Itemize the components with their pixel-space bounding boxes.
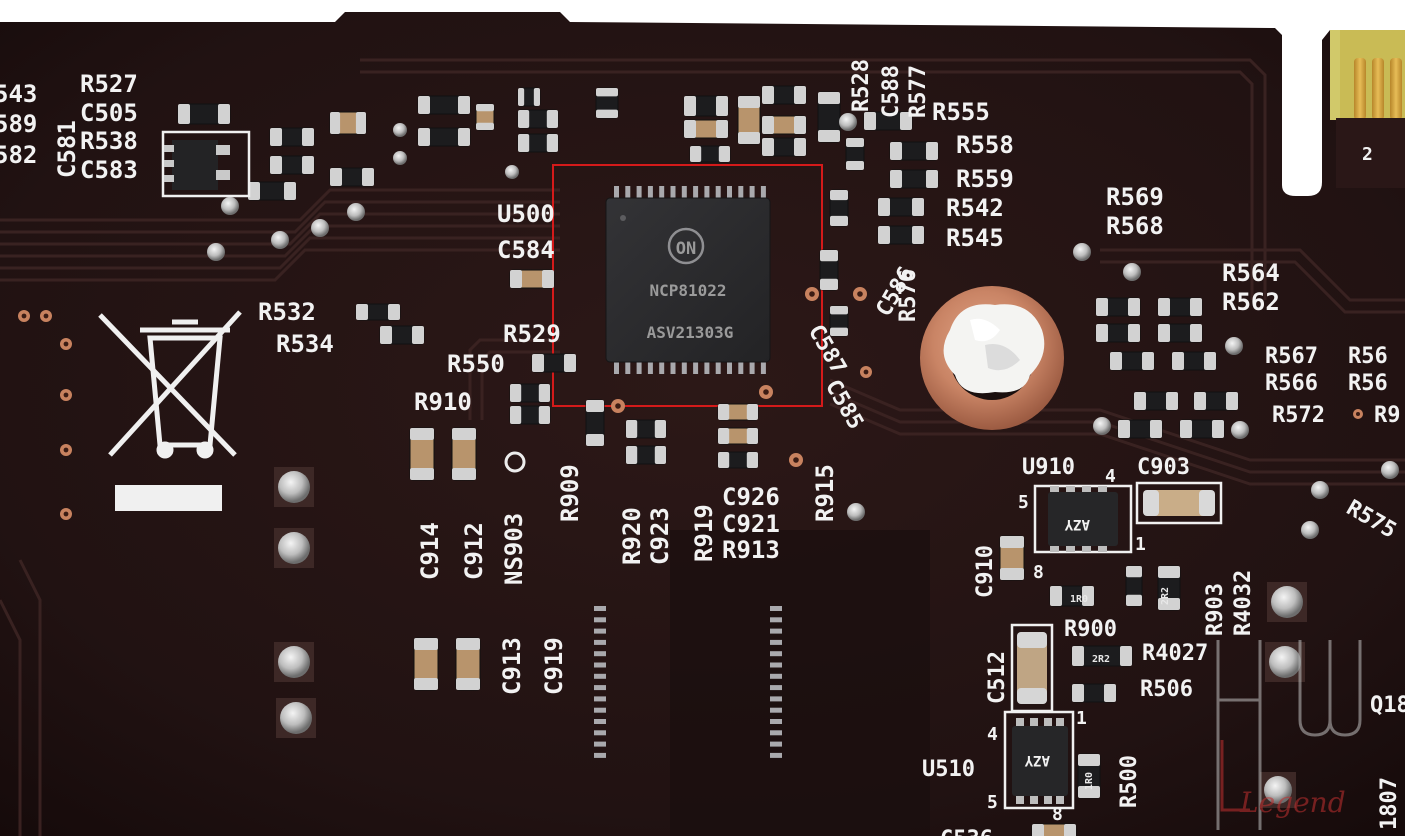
silkscreen-label-c505: C505 xyxy=(80,99,138,127)
silkscreen-label-r920: R920 xyxy=(618,507,646,565)
silkscreen-label-r534: R534 xyxy=(276,330,334,358)
silkscreen-label-r527: R527 xyxy=(80,70,138,98)
controller-chip xyxy=(594,186,782,758)
ground-plane xyxy=(670,530,930,836)
silkscreen-label-r915: R915 xyxy=(811,464,839,522)
weee-bin-icon xyxy=(98,310,242,459)
silkscreen-label-r562: R562 xyxy=(1222,288,1280,316)
chip-pins xyxy=(594,186,782,758)
silkscreen-label-r1807: 1807 xyxy=(1377,777,1402,830)
silkscreen-label-r4032: R4032 xyxy=(1231,570,1256,636)
copper-traces xyxy=(0,58,1405,836)
left-ic xyxy=(161,130,251,198)
silkscreen-label-c921: C921 xyxy=(722,510,780,538)
silkscreen-label-r550: R550 xyxy=(447,350,505,378)
silkscreen-label-pin8a: 8 xyxy=(1033,562,1044,583)
silkscreen-label-u910: U910 xyxy=(1022,455,1075,480)
silkscreen-label-pin1b: 1 xyxy=(1076,708,1087,729)
silkscreen-label-r559: R559 xyxy=(956,165,1014,193)
silkscreen-label-azy2: AZY xyxy=(1024,752,1050,768)
silkscreen-label-r542: R542 xyxy=(946,194,1004,222)
silkscreen-label-pin5a: 5 xyxy=(1018,492,1029,513)
silkscreen-label-val1r0: 1R0 xyxy=(1070,594,1088,605)
silkscreen-label-r529: R529 xyxy=(503,320,561,348)
gold-fingers xyxy=(1330,30,1405,188)
silkscreen-label-c913: C913 xyxy=(498,637,526,695)
c512-capacitor xyxy=(1010,623,1054,713)
silkscreen-label-r56a: R56 xyxy=(1348,344,1388,369)
silkscreen-label-r528: R528 xyxy=(849,59,874,112)
silkscreen-label-u510: U510 xyxy=(922,757,975,782)
silkscreen-label-val2r2a: 2R2 xyxy=(1160,587,1171,605)
silkscreen-label-r555: R555 xyxy=(932,98,990,126)
chip-part-number: NCP81022 xyxy=(649,281,726,300)
silkscreen-label-r572: R572 xyxy=(1272,403,1325,428)
silkscreen-label-r500: R500 xyxy=(1117,755,1142,808)
silkscreen-label-pin4b: 4 xyxy=(987,724,998,745)
c903-capacitor xyxy=(1135,481,1223,525)
chip-date-code: ASV21303G xyxy=(647,323,734,342)
silkscreen-label-r532: R532 xyxy=(258,298,316,326)
silkscreen-label-u500: U500 xyxy=(497,200,555,228)
silkscreen-label-r913: R913 xyxy=(722,536,780,564)
passive-components xyxy=(177,85,1239,836)
watermark-word: Legend xyxy=(1239,786,1346,819)
silkscreen-label-pin5b: 5 xyxy=(987,792,998,813)
silkscreen-label-r538: R538 xyxy=(80,127,138,155)
silkscreen-label-val1r0b: 1R0 xyxy=(1084,772,1095,790)
on-semi-logo-icon xyxy=(667,227,705,265)
silkscreen-label-val2r2b: 2R2 xyxy=(1092,654,1110,665)
silkscreen-label-r558: R558 xyxy=(956,131,1014,159)
silkscreen-label-c583: C583 xyxy=(80,156,138,184)
silkscreen-label-c912: C912 xyxy=(460,522,488,580)
silkscreen-label-pin8b: 8 xyxy=(1052,804,1063,825)
silkscreen-label-c914: C914 xyxy=(416,522,444,580)
silkscreen-label-fin2: 2 xyxy=(1362,144,1373,165)
silkscreen-label-r506: R506 xyxy=(1140,677,1193,702)
silkscreen-label-c581: C581 xyxy=(53,120,81,178)
u910-chip xyxy=(1033,484,1133,554)
silkscreen-label-ns903: NS903 xyxy=(500,513,528,585)
silkscreen-label-r564: R564 xyxy=(1222,259,1280,287)
silkscreen-label-c926: C926 xyxy=(722,483,780,511)
silkscreen-label-r4027: R4027 xyxy=(1142,641,1208,666)
silkscreen-label-c910: C910 xyxy=(973,545,998,598)
silkscreen-label-azy1: AZY xyxy=(1064,516,1090,532)
silkscreen-label-pin1a: 1 xyxy=(1135,534,1146,555)
silkscreen-label-r569: R569 xyxy=(1106,183,1164,211)
silkscreen-label-r9: R9 xyxy=(1374,403,1401,428)
silkscreen-label-c919: C919 xyxy=(540,637,568,695)
silkscreen-label-r909: R909 xyxy=(556,464,584,522)
silkscreen-label-r919: R919 xyxy=(690,504,718,562)
silkscreen-label-c582: 582 xyxy=(0,141,37,169)
silkscreen-label-r910: R910 xyxy=(414,388,472,416)
silkscreen-label-r576: R576 xyxy=(896,269,921,322)
silkscreen-label-r545: R545 xyxy=(946,224,1004,252)
bin-bar xyxy=(115,485,222,511)
silkscreen-label-r568: R568 xyxy=(1106,212,1164,240)
silkscreen-label-r567: R567 xyxy=(1265,344,1318,369)
silkscreen-label-pin4a: 4 xyxy=(1105,466,1116,487)
silkscreen-label-q180: Q180 xyxy=(1370,693,1405,718)
silkscreen-label-r900: R900 xyxy=(1064,617,1117,642)
silkscreen-label-c903: C903 xyxy=(1137,455,1190,480)
silkscreen-label-c512: C512 xyxy=(985,651,1010,704)
silkscreen-label-c923: C923 xyxy=(646,507,674,565)
silkscreen-label-c536: C536 xyxy=(940,827,993,836)
chip-logo-text: ON xyxy=(676,239,696,259)
silkscreen-label-r566: R566 xyxy=(1265,371,1318,396)
silkscreen-label-r903: R903 xyxy=(1203,583,1228,636)
vias-and-pads xyxy=(18,113,1399,808)
silkscreen-label-c584: C584 xyxy=(497,236,555,264)
silkscreen-label-c589: 589 xyxy=(0,110,37,138)
silkscreen-label-r56b: R56 xyxy=(1348,371,1388,396)
silkscreen-label-r577: R577 xyxy=(906,65,931,118)
watermark-logo: Legend xyxy=(1216,640,1362,830)
silkscreen-label-c543: 543 xyxy=(0,80,37,108)
silkscreen-label-c588: C588 xyxy=(879,65,904,118)
mounting-hole xyxy=(920,286,1064,430)
